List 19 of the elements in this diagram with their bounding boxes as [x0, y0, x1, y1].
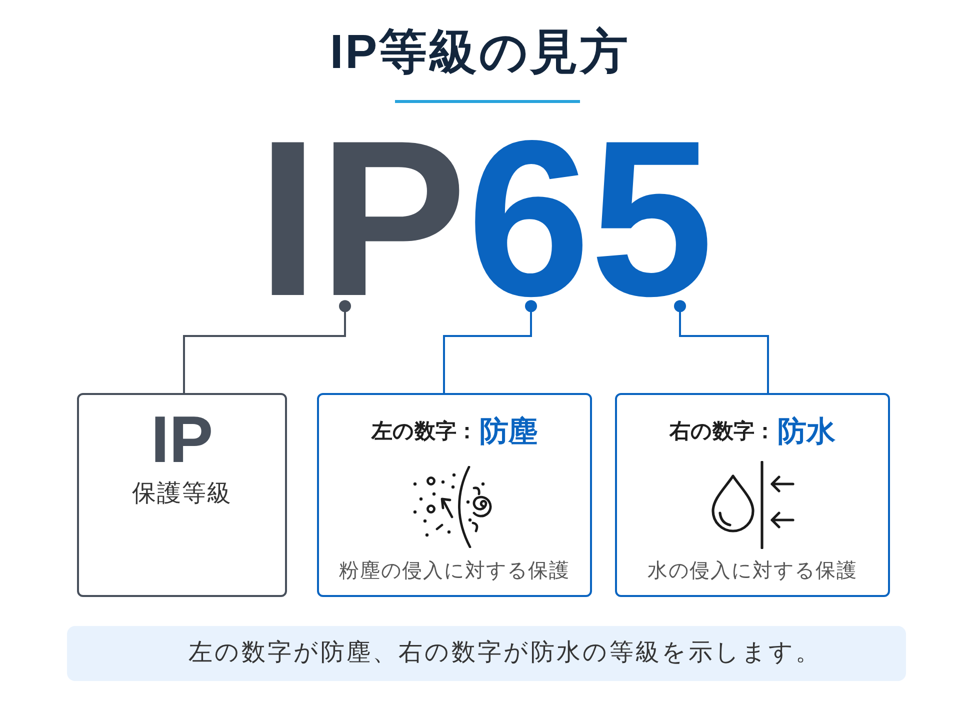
protection-type: 防水	[778, 415, 836, 450]
description: 粉塵の侵入に対する保護	[339, 559, 570, 583]
digit-label: 左の数字：	[372, 418, 478, 445]
abbreviation: IP	[150, 406, 214, 472]
term-meaning: 保護等級	[132, 479, 232, 508]
info-card	[615, 393, 890, 597]
leader-line	[443, 300, 537, 393]
code-letters: IP	[257, 133, 467, 306]
info-card	[317, 393, 592, 597]
code-digit: 6	[467, 133, 590, 306]
code-digit: 5	[590, 133, 714, 306]
digit-label: 右の数字：	[670, 418, 776, 445]
leader-line	[183, 300, 351, 393]
note-text: 左の数字が防塵、右の数字が防水の等級を示します。	[188, 638, 822, 668]
info-card	[77, 393, 287, 597]
protection-type: 防塵	[480, 414, 538, 450]
description: 水の侵入に対する保護	[648, 559, 858, 583]
leader-line	[674, 300, 769, 393]
title: IP等級の見方	[330, 25, 630, 81]
